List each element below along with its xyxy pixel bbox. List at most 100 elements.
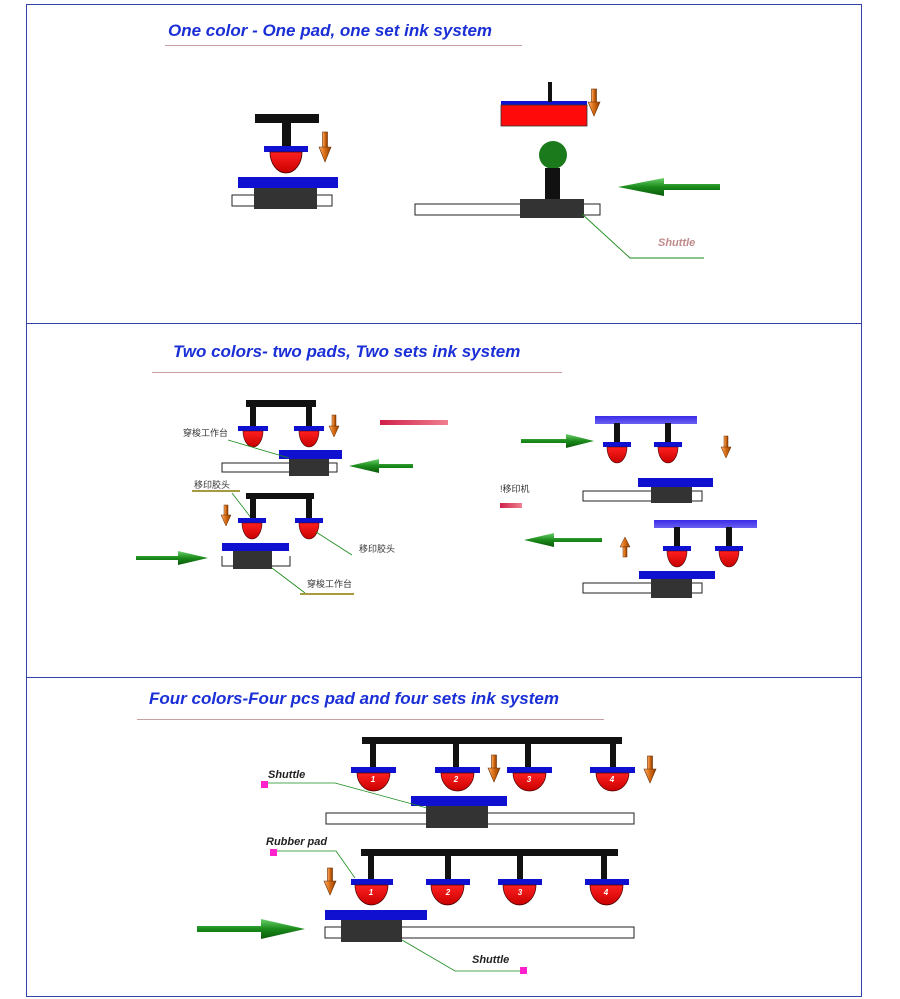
ink-cliche-line xyxy=(380,420,448,425)
rubber-pad xyxy=(269,151,303,174)
pad-shaft xyxy=(610,742,616,768)
head-beam xyxy=(255,114,319,123)
rubber-pad xyxy=(606,446,628,464)
shuttle-block xyxy=(651,579,692,598)
up-arrow-icon xyxy=(619,536,631,558)
pad-shaft xyxy=(665,423,671,443)
pad-head-label: 移印胶头 xyxy=(194,480,231,490)
rubber-pad xyxy=(512,772,547,792)
shuttle-block xyxy=(426,806,488,828)
shuttle-rail xyxy=(414,203,601,216)
pad-plate xyxy=(663,546,691,551)
pad-shaft xyxy=(726,527,732,547)
pad-shaft xyxy=(525,742,531,768)
panel-two-colors xyxy=(26,323,862,678)
rubber-pad xyxy=(430,884,465,906)
pad-shaft xyxy=(250,497,256,519)
print-table xyxy=(638,478,713,487)
pad-shaft xyxy=(306,405,312,427)
left-arrow-icon xyxy=(349,459,413,473)
shuttle-block xyxy=(341,920,402,942)
right-arrow-icon xyxy=(197,919,305,939)
print-table xyxy=(325,910,427,920)
pad-number: 3 xyxy=(527,775,532,784)
pad-plate xyxy=(603,442,631,447)
head-beam xyxy=(246,493,314,499)
shuttle-rail xyxy=(221,462,338,473)
print-table xyxy=(279,450,342,459)
rubber-pad xyxy=(241,522,263,540)
pad-plate xyxy=(585,879,629,885)
marker-square xyxy=(270,849,277,856)
pad-shaft xyxy=(517,855,523,880)
pad-shaft xyxy=(370,742,376,768)
shuttle-rail xyxy=(324,926,635,939)
shuttle-block xyxy=(289,459,329,476)
right-arrow-icon xyxy=(136,551,208,565)
ink-cliche-line xyxy=(500,503,522,508)
pad-plate xyxy=(507,767,552,773)
shuttle-block xyxy=(254,188,317,209)
pad-plate xyxy=(351,767,396,773)
rubber-pad xyxy=(298,430,320,448)
rubber-pad xyxy=(242,430,264,448)
two-pad-machine-upper xyxy=(183,400,342,476)
shuttle-label: Shuttle xyxy=(658,237,696,249)
pad-number-labels: 1 2 3 4 1 2 3 4 xyxy=(369,775,615,897)
panel-four-colors xyxy=(26,677,862,997)
title-underline xyxy=(152,372,562,373)
pad-number: 1 xyxy=(369,888,374,897)
marker-square xyxy=(520,967,527,974)
pad-plate xyxy=(294,426,324,431)
shuttle-label: Shuttle xyxy=(268,769,306,781)
leader-line xyxy=(231,492,253,520)
pad-number: 3 xyxy=(518,888,523,897)
ink-cliche-bar xyxy=(654,520,757,528)
down-arrow-icon xyxy=(323,867,337,896)
pad-plate xyxy=(498,879,542,885)
down-arrow-icon xyxy=(328,414,340,438)
panel-title-two-colors: Two colors- two pads, Two sets ink syste… xyxy=(173,342,521,361)
pad-shaft xyxy=(445,855,451,880)
pad-plate xyxy=(351,879,393,885)
pad-number: 2 xyxy=(453,775,459,784)
marker-square xyxy=(261,781,268,788)
down-arrow-icon xyxy=(318,131,332,163)
shuttle-block xyxy=(520,199,584,218)
pad-shaft xyxy=(282,123,291,147)
pad-plate xyxy=(590,767,635,773)
rubber-pad xyxy=(298,522,320,540)
pad-shaft xyxy=(306,497,312,519)
single-pad-machine xyxy=(231,114,338,209)
left-arrow-icon xyxy=(524,533,602,547)
ink-cup-machine xyxy=(414,82,704,259)
print-table xyxy=(411,796,507,806)
ink-cliche-bar xyxy=(595,416,697,424)
pad-plate xyxy=(715,546,743,551)
rubber-pad xyxy=(718,550,740,568)
head-beam xyxy=(246,400,316,407)
pad-plate xyxy=(654,442,682,447)
pad-shaft xyxy=(614,423,620,443)
ink-cup-stem xyxy=(545,168,560,200)
pad-printer-label: !移印机 xyxy=(500,484,530,494)
leader-line xyxy=(315,531,353,556)
down-arrow-icon xyxy=(720,435,732,459)
down-arrow-icon xyxy=(220,504,232,527)
leader-line xyxy=(271,567,306,594)
pad-plate xyxy=(435,767,480,773)
four-pad-machine-upper xyxy=(261,737,635,828)
right-arrow-icon xyxy=(521,434,594,448)
pad-shaft xyxy=(453,742,459,768)
shuttle-block xyxy=(651,487,692,503)
shuttle-table-label: 穿梭工作台 xyxy=(183,428,229,438)
rubber-pad-leader-line xyxy=(274,850,356,879)
shuttle-leader-line xyxy=(401,939,520,972)
print-table xyxy=(222,543,289,551)
pad-shaft xyxy=(674,527,680,547)
rubber-pad xyxy=(440,772,475,792)
pad-plate xyxy=(264,146,308,152)
rubber-pad xyxy=(666,550,688,568)
shuttle-rail xyxy=(582,490,703,502)
shuttle-leader-line xyxy=(334,782,428,809)
